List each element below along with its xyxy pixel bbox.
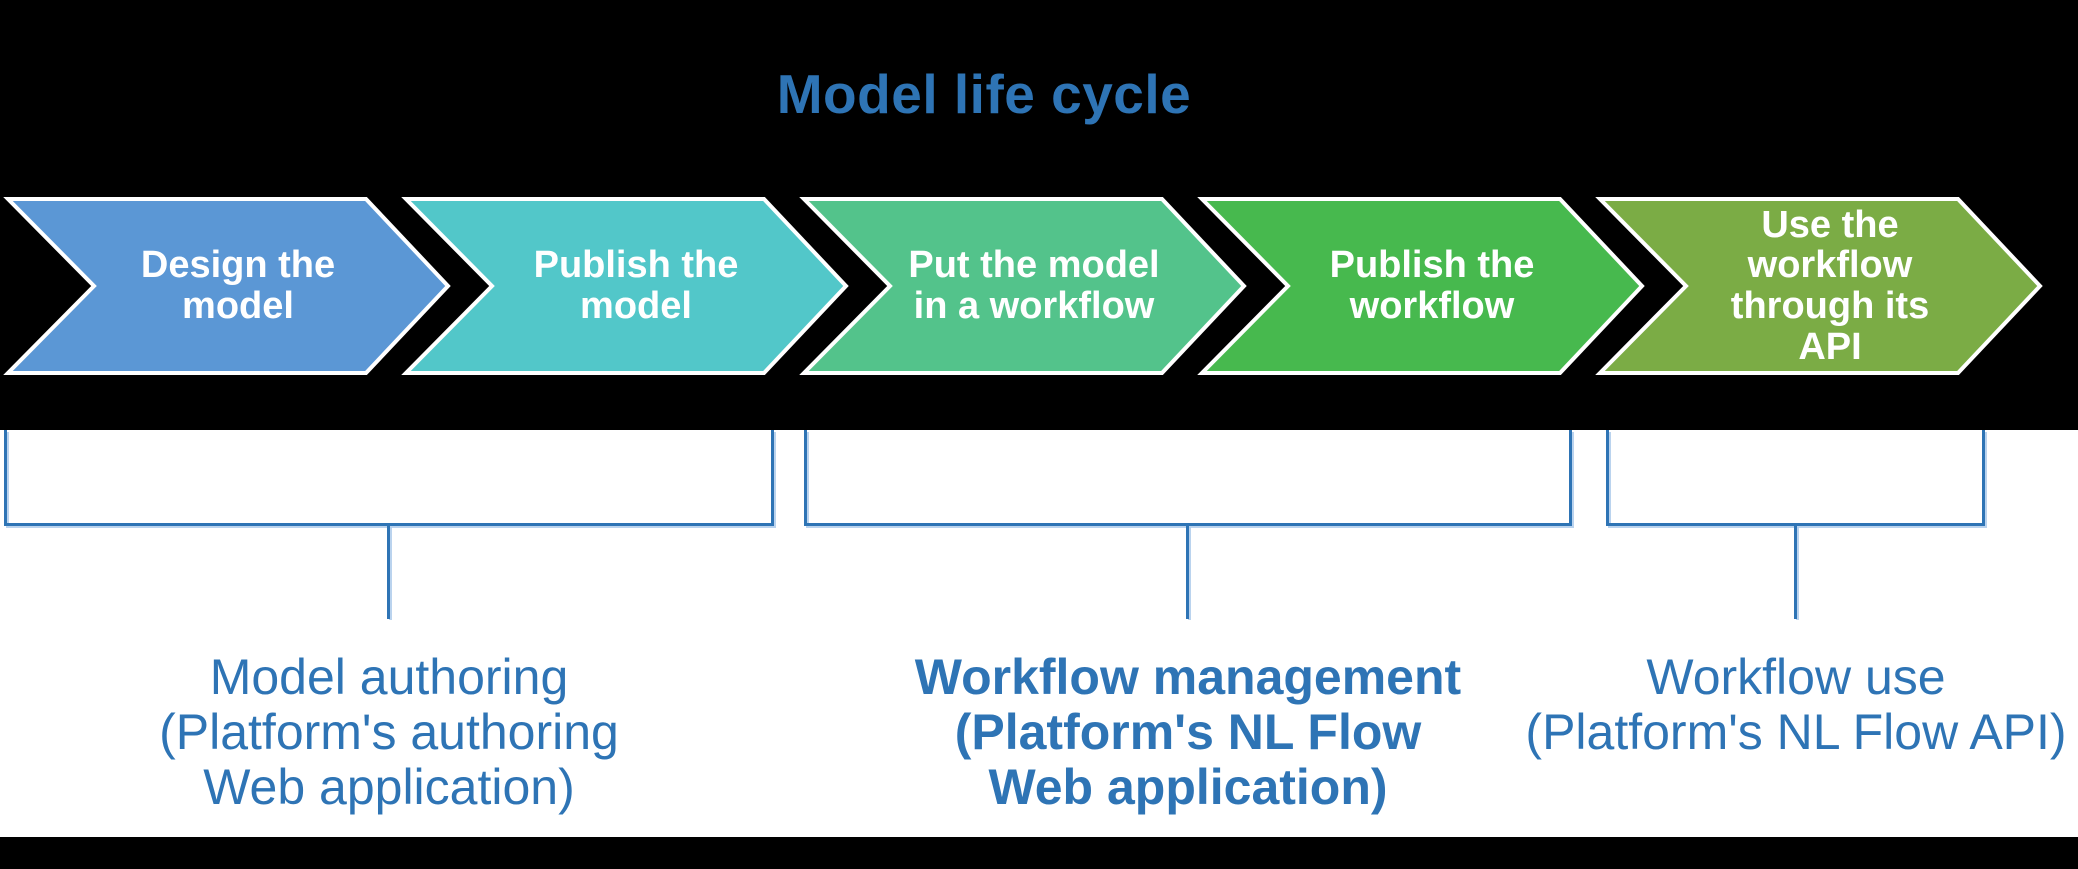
stem-workflow-management	[1186, 526, 1189, 619]
stem-workflow-use	[1794, 526, 1797, 619]
annotation-panel	[0, 430, 2078, 837]
chevron-shape-5	[1595, 197, 2043, 375]
chevron-label-put-model-in-workflow: Put the model in a workflow	[908, 244, 1160, 327]
chevron-label-design-the-model: Design the model	[140, 244, 336, 327]
chevron-arrow-band	[3, 197, 2043, 375]
chevron-shape-1	[3, 197, 451, 375]
bracket-workflow-use	[1606, 430, 1985, 526]
label-workflow-management: Workflow management (Platform's NL Flow …	[914, 649, 1462, 815]
label-model-authoring: Model authoring (Platform's authoring We…	[159, 649, 619, 815]
chevron-shape-2	[401, 197, 849, 375]
chevron-label-publish-the-workflow: Publish the workflow	[1329, 244, 1535, 327]
diagram-title: Model life cycle	[776, 63, 1192, 125]
chevron-label-use-workflow-api: Use the workflow through its API	[1730, 203, 1930, 368]
bracket-workflow-management	[804, 430, 1572, 526]
chevron-shape-4	[1197, 197, 1645, 375]
stem-model-authoring	[387, 526, 390, 619]
label-workflow-use: Workflow use (Platform's NL Flow API)	[1525, 649, 2067, 760]
chevron-label-publish-the-model: Publish the model	[533, 244, 739, 327]
chevron-shape-3	[799, 197, 1247, 375]
bracket-model-authoring	[4, 430, 774, 526]
